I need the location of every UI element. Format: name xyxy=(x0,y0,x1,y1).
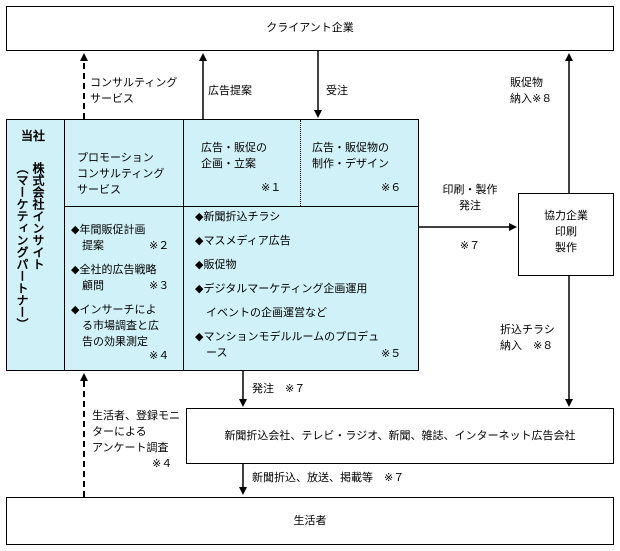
promo-consulting-cell: プロモーション コンサルティング サービス xyxy=(77,151,165,196)
media-label: 新聞折込会社、テレビ・ラジオ、新聞、雑誌、インターネット広告会社 xyxy=(224,429,576,442)
partner-box: 協力企業 印刷 製作 xyxy=(518,193,614,276)
annual-plan-item: ◆年間販促計画 提案 xyxy=(71,223,146,252)
strategy-item: ◆全社的広告戦略 顧問 xyxy=(71,263,157,292)
service-item-5: ◆マンションモデルルームのプロデュ ース xyxy=(195,330,380,359)
consulting-service-label: コンサルティング サービス xyxy=(90,76,178,105)
client-box: クライアント企業 xyxy=(6,6,614,51)
research-item: ◆インサーチによ る市場調査と広 告の効果測定 xyxy=(71,303,159,348)
service-item-3: ◆デジタルマーケティング企画運用 xyxy=(195,282,368,295)
media-box: 新聞折込会社、テレビ・ラジオ、新聞、雑誌、インターネット広告会社 xyxy=(186,408,614,464)
production-cell: 広告・販促物の 制作・デザイン xyxy=(312,141,389,170)
ad-proposal-label: 広告提案 xyxy=(208,84,252,97)
divider-col xyxy=(183,120,184,370)
survey-note: ※４ xyxy=(152,457,173,470)
order-to-media-label: 発注 ※７ xyxy=(252,382,306,395)
company-label-top: 当社 xyxy=(21,129,46,143)
planning-cell: 広告・販促の 企画・立案 xyxy=(201,141,267,170)
company-label-name: 株式会社インサイト xyxy=(31,162,45,270)
print-order-note: ※７ xyxy=(459,239,481,252)
survey-label: 生活者、登録モニ ターによる アンケート調査 xyxy=(92,409,180,454)
services-note: ※５ xyxy=(381,347,402,360)
media-to-consumer-label: 新聞折込、放送、掲載等 ※７ xyxy=(252,471,405,484)
partner-label: 協力企業 印刷 製作 xyxy=(544,209,588,254)
company-label-role: （マーケティングパートナー） xyxy=(15,162,29,330)
company-label-box: 当社 株式会社インサイト （マーケティングパートナー） xyxy=(6,119,65,371)
research-note: ※４ xyxy=(149,349,170,362)
divider-row xyxy=(65,206,418,207)
company-grid: プロモーション コンサルティング サービス 広告・販促の 企画・立案 ※１ 広告… xyxy=(64,119,419,371)
promo-delivery-label: 販促物 納入※８ xyxy=(510,76,553,105)
production-note: ※６ xyxy=(381,181,402,194)
consumer-box: 生活者 xyxy=(6,497,614,545)
order-received-label: 受注 xyxy=(326,84,348,97)
consumer-label: 生活者 xyxy=(293,514,327,527)
service-item-0: ◆新聞折込チラシ xyxy=(195,210,281,223)
service-item-4: イベントの企画運営など xyxy=(195,306,327,319)
print-order-label: 印刷・製作 発注 xyxy=(442,183,498,212)
service-item-1: ◆マスメディア広告 xyxy=(195,234,291,247)
divider-dotted xyxy=(300,120,301,206)
client-label: クライアント企業 xyxy=(266,21,354,34)
strategy-note: ※３ xyxy=(149,279,170,292)
service-item-2: ◆販促物 xyxy=(195,258,237,271)
flyer-delivery-label: 折込チラシ 納入 ※８ xyxy=(500,323,555,352)
annual-plan-note: ※２ xyxy=(149,239,170,252)
planning-note: ※１ xyxy=(261,181,282,194)
